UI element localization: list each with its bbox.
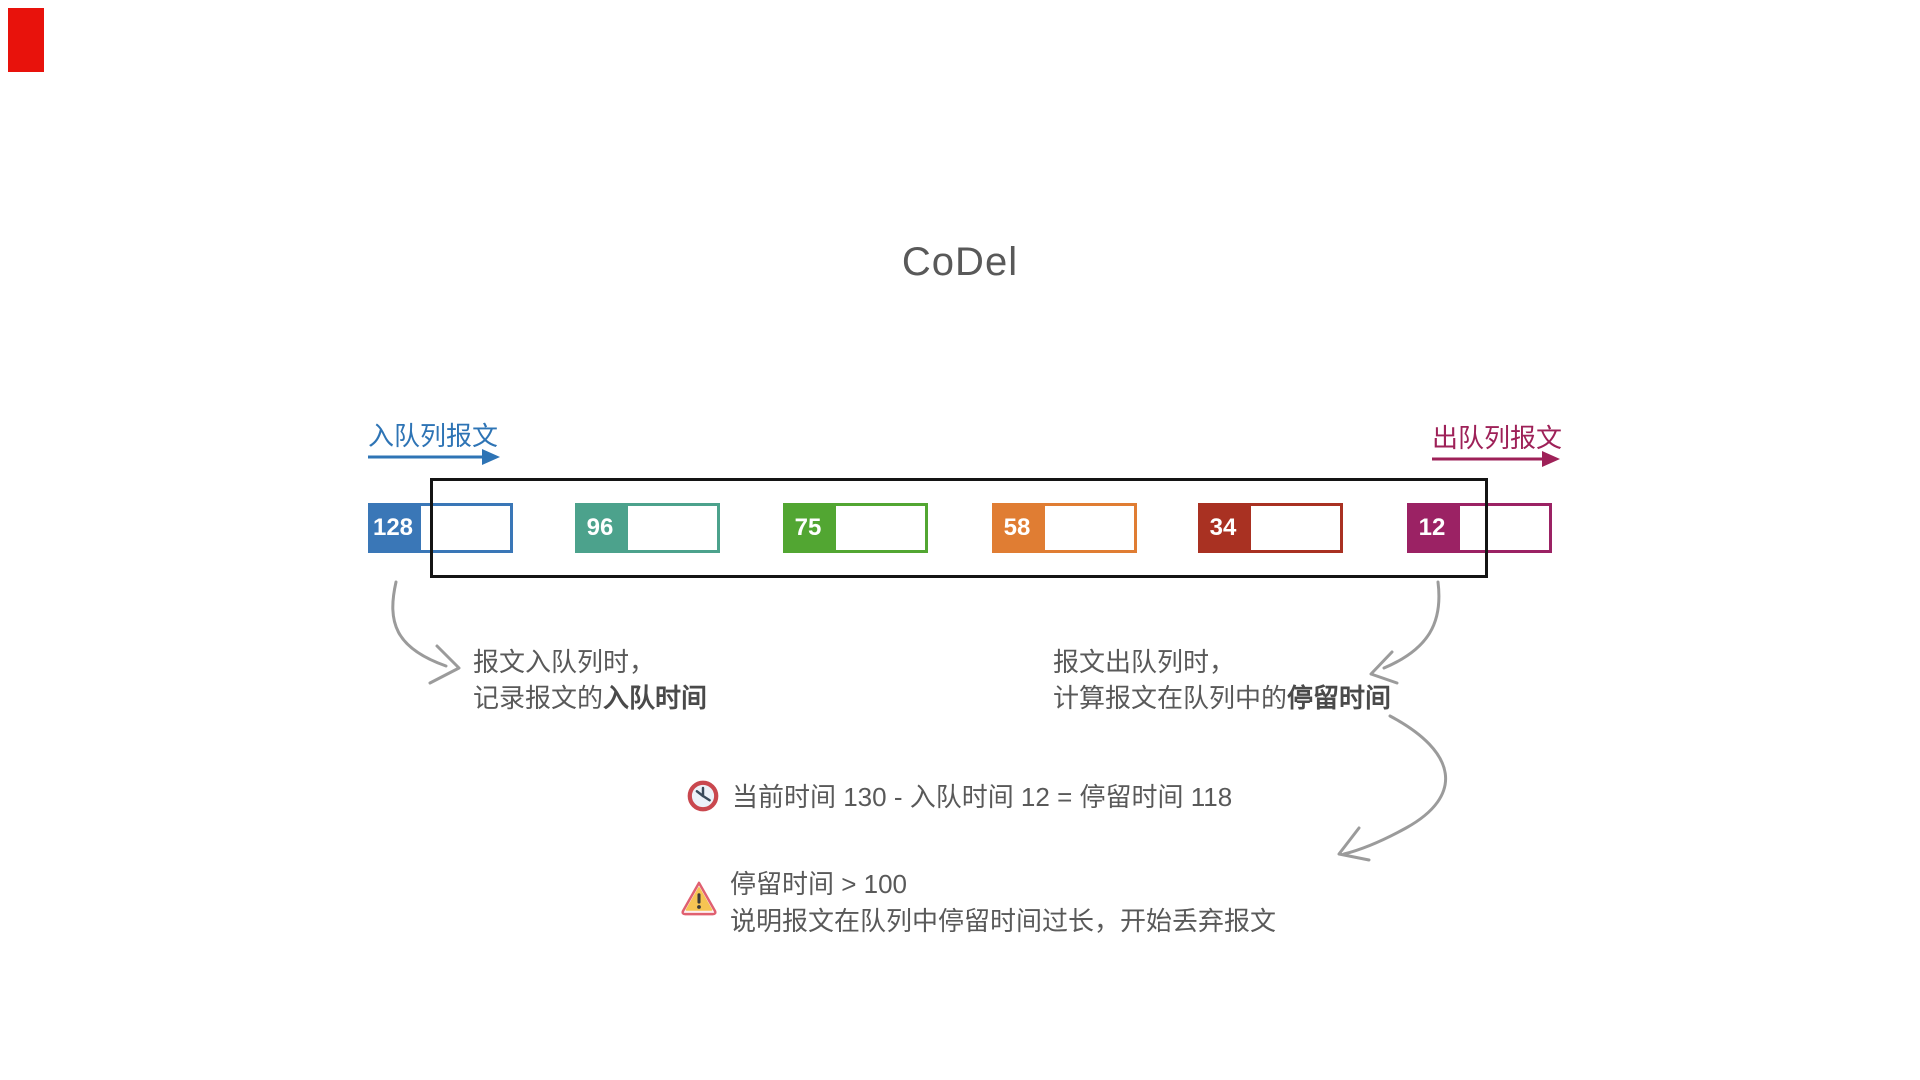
queue-packet: 12 [1407,503,1552,553]
delay-calculation-text: 当前时间 130 - 入队时间 12 = 停留时间 118 [732,782,1233,812]
record-indicator [8,8,44,72]
dequeue-note-line2: 计算报文在队列中的停留时间 [1053,683,1392,713]
delay-check-arrowhead [1337,826,1371,862]
drop-rule-note: 停留时间 > 100 说明报文在队列中停留时间过长，开始丢弃报文 [680,866,1276,940]
warning-icon [681,881,717,916]
queue-packet: 34 [1198,503,1343,553]
enqueue-note: 报文入队列时， 记录报文的入队时间 [473,644,707,716]
dequeue-label-text: 出队列报文 [1432,423,1563,453]
packet-body [1457,503,1552,553]
packet-enqueue-time: 96 [575,503,625,553]
packet-body [418,503,513,553]
queue-packet: 96 [575,503,720,553]
enqueue-note-arrowhead [428,644,461,685]
packet-enqueue-time: 12 [1407,503,1457,553]
queue-box [430,478,1488,578]
packet-body [625,503,720,553]
packet-enqueue-time: 75 [783,503,833,553]
enqueue-note-arrow [391,580,448,668]
dequeue-note: 报文出队列时， 计算报文在队列中的停留时间 [1053,644,1391,716]
packet-body [833,503,928,553]
packet-enqueue-time: 128 [368,503,418,553]
enqueue-note-line2: 记录报文的入队时间 [473,683,708,713]
dequeue-note-line1: 报文出队列时， [1053,647,1236,677]
queue-packet: 128 [368,503,513,553]
packet-body [1042,503,1137,553]
queue-packet: 75 [783,503,928,553]
enqueue-label-text: 入队列报文 [368,421,499,451]
enqueue-label: 入队列报文 [368,416,498,453]
clock-icon [687,780,719,811]
packet-enqueue-time: 34 [1198,503,1248,553]
packet-enqueue-time: 58 [992,503,1042,553]
enqueue-note-line1: 报文入队列时， [473,647,656,677]
delay-calculation-note: 当前时间 130 - 入队时间 12 = 停留时间 118 [686,777,1232,814]
dequeue-note-arrow [1382,580,1441,670]
dequeue-label: 出队列报文 [1432,418,1562,455]
page-title: CoDel [901,240,1019,284]
drop-rule-line1: 停留时间 > 100 [730,869,908,899]
drop-rule-line2: 说明报文在队列中停留时间过长，开始丢弃报文 [730,906,1277,936]
queue-packet: 58 [992,503,1137,553]
delay-check-arrow [1342,714,1447,856]
packet-body [1248,503,1343,553]
drop-rule-text: 停留时间 > 100 说明报文在队列中停留时间过长，开始丢弃报文 [730,866,1276,940]
annotation-arrows [391,580,1447,862]
